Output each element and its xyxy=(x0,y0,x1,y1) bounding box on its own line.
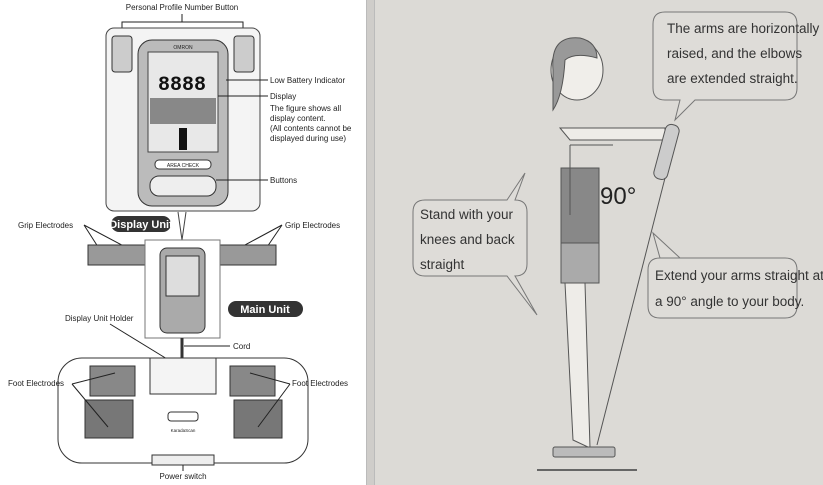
angle-guide xyxy=(569,144,613,215)
profile-button-left xyxy=(111,35,133,73)
area-check-button xyxy=(154,159,212,170)
display-note-line: (All contents cannot be xyxy=(270,124,352,133)
display-note-line: The figure shows all xyxy=(270,104,341,113)
cord-label: Cord xyxy=(233,342,250,351)
arm-line xyxy=(596,177,666,446)
display-label: Display xyxy=(270,92,296,101)
display-note-line: displayed during use) xyxy=(270,134,346,143)
posture-diagram-panel: The arms are horizontally raised, and th… xyxy=(375,0,823,485)
foot-electrode xyxy=(84,399,134,439)
left-bubble-line: knees and back xyxy=(420,232,515,247)
main-unit-badge xyxy=(228,301,303,317)
control-buttons xyxy=(149,175,217,197)
body-figure-icon xyxy=(179,128,187,150)
foot-electrodes-right-label: Foot Electrodes xyxy=(292,379,348,388)
torso-top xyxy=(560,167,600,244)
top-speech-bubble xyxy=(652,11,798,122)
device-diagram: Personal Profile Number Button OMRON 888… xyxy=(8,3,352,481)
device-diagram-panel: Personal Profile Number Button OMRON 888… xyxy=(0,0,366,485)
area-check-label: AREA CHECK xyxy=(167,163,200,169)
left-speech-bubble xyxy=(412,172,538,316)
panel-divider xyxy=(366,0,375,485)
display-unit-badge xyxy=(111,216,171,232)
main-unit-badge-text: Main Unit xyxy=(240,304,290,316)
posture-diagram: The arms are horizontally raised, and th… xyxy=(412,11,823,471)
left-bubble-line: straight xyxy=(420,257,465,272)
grip-handle xyxy=(653,123,680,180)
display-unit-badge-text: Display Unit xyxy=(109,219,173,231)
foot-electrode xyxy=(233,399,283,439)
foot-electrode xyxy=(89,365,136,397)
lcd-bars xyxy=(150,98,216,124)
brand-logo: OMRON xyxy=(173,45,193,51)
foot-electrode xyxy=(229,365,276,397)
power-switch xyxy=(151,454,215,466)
grip-electrodes-left-label: Grip Electrodes xyxy=(18,221,73,230)
top-bubble-line: are extended straight. xyxy=(667,71,798,86)
low-battery-label: Low Battery Indicator xyxy=(270,76,345,85)
profile-button-right xyxy=(233,35,255,73)
shorts xyxy=(560,242,600,284)
legs xyxy=(564,282,591,449)
top-bubble-line: raised, and the elbows xyxy=(667,46,802,61)
left-bubble-line: Stand with your xyxy=(420,207,514,222)
display-note-line: display content. xyxy=(270,114,326,123)
top-bubble-line: The arms are horizontally xyxy=(667,21,820,36)
foot-electrodes-left-label: Foot Electrodes xyxy=(8,379,64,388)
buttons-label: Buttons xyxy=(270,176,297,185)
right-bubble-line: a 90° angle to your body. xyxy=(655,294,804,309)
right-speech-bubble xyxy=(647,231,798,319)
power-switch-label: Power switch xyxy=(159,472,206,481)
hair xyxy=(552,37,598,112)
angle-label: 90° xyxy=(600,183,636,210)
scale xyxy=(552,446,616,458)
display-holder-label: Display Unit Holder xyxy=(65,314,134,323)
display-unit-holder xyxy=(149,357,217,395)
arms xyxy=(558,127,666,141)
scale-brand: KaradaScan xyxy=(171,428,196,433)
profile-button-label: Personal Profile Number Button xyxy=(126,3,239,12)
grip-electrodes-right-label: Grip Electrodes xyxy=(285,221,340,230)
right-bubble-line: Extend your arms straight at xyxy=(655,268,823,283)
lcd-digits: 8888 xyxy=(158,74,206,97)
